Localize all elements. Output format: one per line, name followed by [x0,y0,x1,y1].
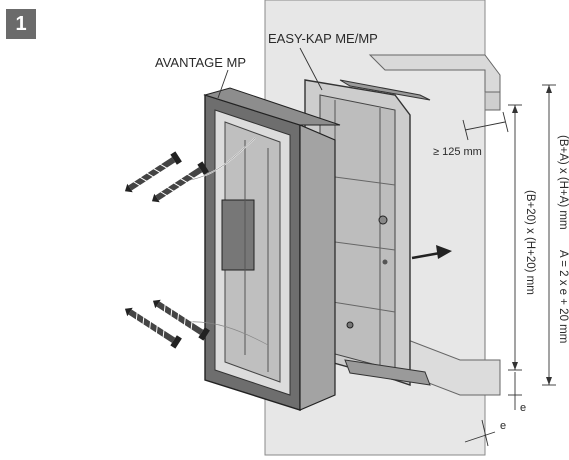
dim-inner-label: (B+20) x (H+20) mm [524,190,536,295]
dim-gap-label: ≥ 125 mm [433,146,482,158]
dimension-lines [462,84,556,447]
dim-formula-label: A = 2 x e + 20 mm [557,250,569,344]
label-avantage-mp: AVANTAGE MP [155,55,247,70]
leader-frame [217,69,229,99]
dim-e-vertical-label: e [520,402,527,414]
dim-outer-label: (B+A) x (H+A) mm [557,135,569,230]
screws-top [124,151,209,203]
step-number-badge: 1 [6,9,36,39]
screws-bottom [124,299,210,349]
label-easy-kap: EASY-KAP ME/MP [268,31,378,46]
mounting-arrow [411,245,452,260]
front-frame [203,87,341,411]
lock-block [221,199,255,271]
dim-e-horizontal-label: e [500,420,507,432]
leader-box [299,47,323,91]
